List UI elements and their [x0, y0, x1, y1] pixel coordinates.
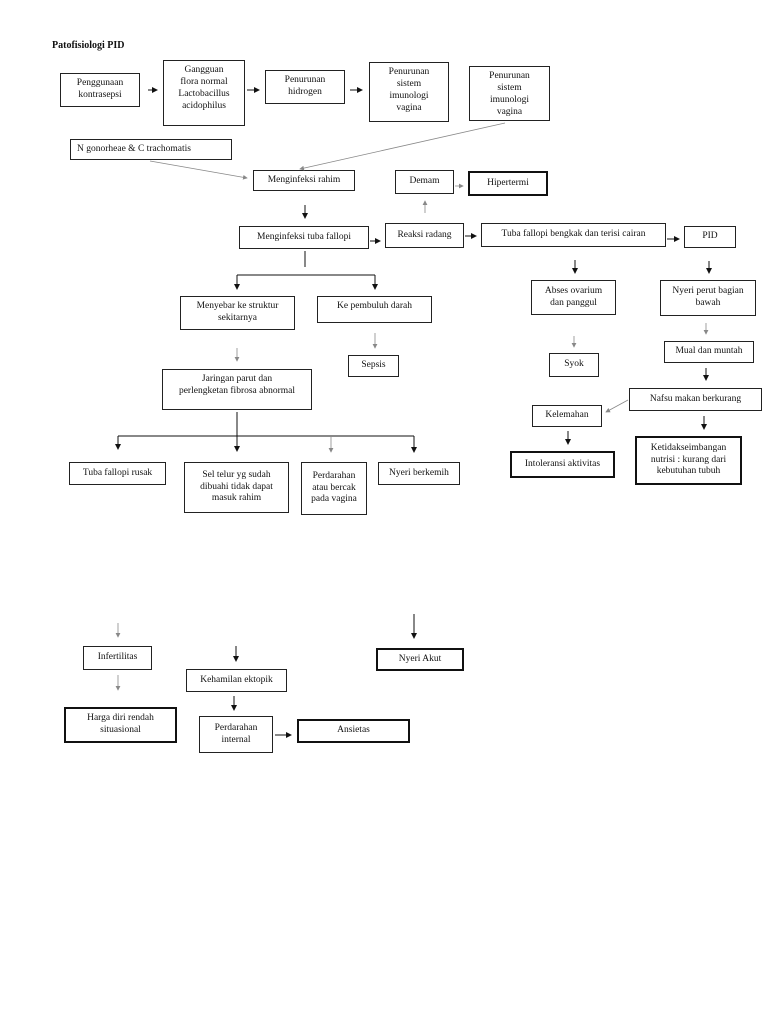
node-tuba-fallopi-rusak: Tuba fallopi rusak — [69, 462, 166, 485]
node-ke-pembuluh-darah: Ke pembuluh darah — [317, 296, 432, 323]
arrow-sistem-rahim — [299, 122, 506, 171]
node-penggunaan-kontrasepsi: Penggunaan kontrasepsi — [60, 73, 140, 107]
node-kelemahan: Kelemahan — [532, 405, 602, 427]
node-tuba-fallopi-bengkak: Tuba fallopi bengkak dan terisi cairan — [481, 223, 666, 247]
node-perdarahan-internal: Perdarahan internal — [199, 716, 273, 753]
node-demam: Demam — [395, 170, 454, 194]
node-menginfeksi-rahim: Menginfeksi rahim — [253, 170, 355, 191]
node-ansietas: Ansietas — [297, 719, 410, 743]
node-nyeri-perut: Nyeri perut bagian bawah — [660, 280, 756, 316]
node-mual-muntah: Mual dan muntah — [664, 341, 754, 363]
arrow-nafsu-kelemahan — [605, 399, 629, 413]
node-perdarahan-vagina: Perdarahan atau bercak pada vagina — [301, 462, 367, 515]
node-pid: PID — [684, 226, 736, 248]
node-gonorheae: N gonorheae & C trachomatis — [70, 139, 232, 160]
node-kehamilan-ektopik: Kehamilan ektopik — [186, 669, 287, 692]
node-intoleransi-aktivitas: Intoleransi aktivitas — [510, 451, 615, 478]
node-sepsis: Sepsis — [348, 355, 399, 377]
node-penurunan-hidrogen: Penurunan hidrogen — [265, 70, 345, 104]
node-nyeri-akut: Nyeri Akut — [376, 648, 464, 671]
node-hipertermi: Hipertermi — [468, 171, 548, 196]
node-nafsu-makan: Nafsu makan berkurang — [629, 388, 762, 411]
node-sel-telur: Sel telur yg sudah dibuahi tidak dapat m… — [184, 462, 289, 513]
node-nyeri-berkemih: Nyeri berkemih — [378, 462, 460, 485]
node-syok: Syok — [549, 353, 599, 377]
node-harga-diri-rendah: Harga diri rendah situasional — [64, 707, 177, 743]
node-penurunan-sistem-imunologi-1: Penurunan sistem imunologi vagina — [369, 62, 449, 122]
node-infertilitas: Infertilitas — [83, 646, 152, 670]
node-menyebar-struktur: Menyebar ke struktur sekitarnya — [180, 296, 295, 330]
node-penurunan-sistem-imunologi-2: Penurunan sistem imunologi vagina — [469, 66, 550, 121]
node-gangguan-flora: Gangguan flora normal Lactobacillus acid… — [163, 60, 245, 126]
diagram-title: Patofisiologi PID — [52, 40, 125, 51]
node-menginfeksi-tuba-fallopi: Menginfeksi tuba fallopi — [239, 226, 369, 249]
node-abses-ovarium: Abses ovarium dan panggul — [531, 280, 616, 315]
arrow-gonorheae-rahim — [149, 160, 248, 180]
node-ketidakseimbangan-nutrisi: Ketidakseimbangan nutrisi : kurang dari … — [635, 436, 742, 485]
node-reaksi-radang: Reaksi radang — [385, 223, 464, 248]
node-jaringan-parut: Jaringan parut dan perlengketan fibrosa … — [162, 369, 312, 410]
